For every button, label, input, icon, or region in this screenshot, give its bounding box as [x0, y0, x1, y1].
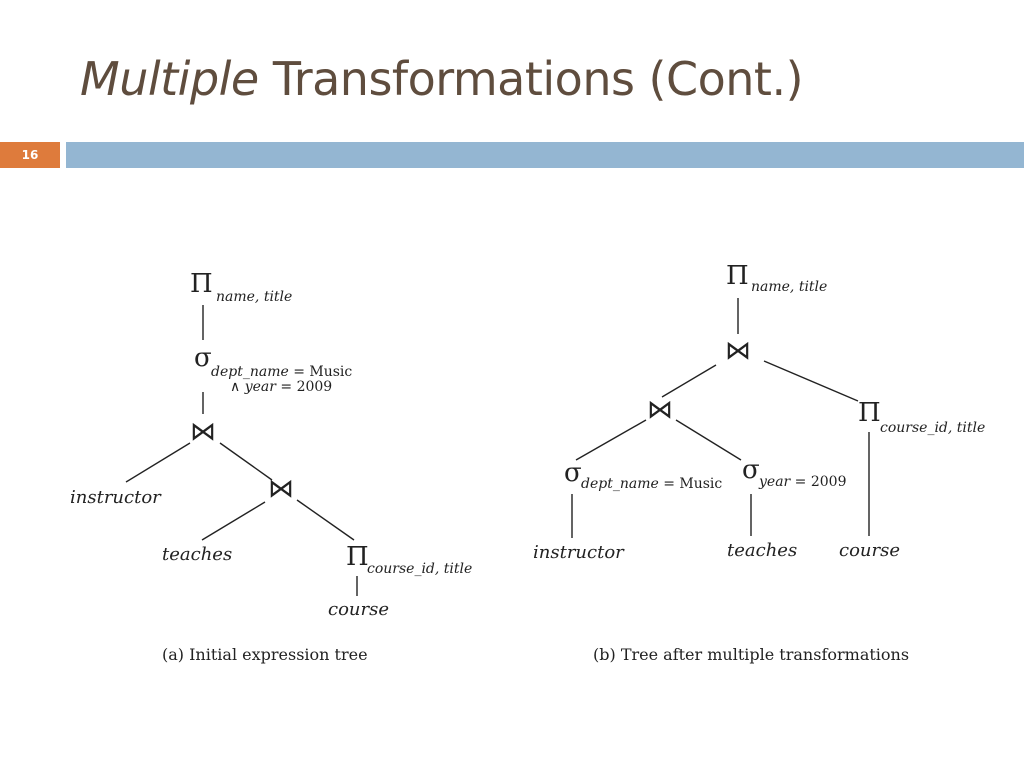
- tree-b-selection-2-predicate: year = 2009: [758, 474, 847, 490]
- tree-a-selection-predicate-1: dept_name = Music: [211, 364, 352, 380]
- tree-b-edge-join-select-1: [575, 419, 647, 461]
- slide-title: Multiple Transformations (Cont.): [80, 52, 804, 106]
- tree-b-project-symbol: Π: [858, 398, 881, 428]
- tree-a-selection-rest-2: = 2009: [276, 379, 332, 395]
- tree-b-join-symbol-inner: ⋈: [647, 395, 673, 425]
- tree-a-edge-join-teaches: [201, 501, 266, 541]
- tree-a-projection-attrs: name, title: [216, 289, 292, 305]
- tree-a-leaf-instructor: instructor: [70, 487, 162, 508]
- tree-b-selection-1-predicate: dept_name = Music: [581, 476, 722, 492]
- tree-b-selection-1-symbol: σ: [564, 458, 582, 488]
- tree-a-project-attrs: course_id, title: [367, 561, 472, 577]
- tree-b-leaf-instructor: instructor: [533, 542, 625, 563]
- tree-a-caption: (a) Initial expression tree: [162, 645, 368, 664]
- tree-a-selection-and: ∧: [230, 379, 245, 395]
- tree-a-leaf-teaches: teaches: [162, 544, 232, 565]
- tree-b-selection-1-rest: = Music: [659, 476, 723, 492]
- tree-a-edge-join-join: [219, 442, 273, 481]
- tree-b-projection-attrs: name, title: [751, 279, 827, 295]
- tree-b-selection-2-attr: year: [758, 474, 792, 490]
- tree-a: Π name, title σ dept_name = Music ∧ year…: [70, 269, 472, 664]
- tree-a-selection-symbol: σ: [194, 343, 212, 373]
- tree-a-leaf-course: course: [328, 599, 389, 620]
- tree-a-edge-join-project: [296, 499, 355, 541]
- tree-b-edge-join-join: [661, 364, 717, 398]
- tree-b-edge-join-select-2: [675, 419, 742, 461]
- tree-a-selection-predicate-2: ∧ year = 2009: [230, 379, 332, 395]
- tree-a-selection-attr-1: dept_name: [211, 364, 289, 380]
- tree-a-edge-join-instructor: [125, 442, 191, 483]
- slide-number: 16: [0, 142, 60, 168]
- tree-b-project-attrs: course_id, title: [880, 420, 985, 436]
- slide-title-rest: Transformations (Cont.): [258, 52, 804, 106]
- tree-b: Π name, title ⋈ ⋈ Π course_id, title σ d…: [533, 261, 985, 664]
- tree-b-leaf-course: course: [839, 540, 900, 561]
- tree-a-join-symbol-inner: ⋈: [268, 474, 294, 504]
- tree-a-projection-symbol: Π: [190, 269, 213, 299]
- header-bar: [66, 142, 1024, 168]
- tree-a-join-symbol-top: ⋈: [190, 417, 216, 447]
- tree-b-selection-2-symbol: σ: [742, 455, 760, 485]
- tree-b-projection-symbol: Π: [726, 261, 749, 291]
- tree-a-project-symbol: Π: [346, 542, 369, 572]
- tree-b-caption: (b) Tree after multiple transformations: [593, 645, 909, 664]
- tree-b-edge-join-project: [763, 360, 859, 402]
- tree-b-selection-1-attr: dept_name: [581, 476, 659, 492]
- tree-a-selection-attr-2: year: [244, 379, 278, 395]
- tree-b-selection-2-rest: = 2009: [790, 474, 846, 490]
- tree-b-leaf-teaches: teaches: [727, 540, 797, 561]
- slide-title-italic: Multiple: [80, 52, 259, 106]
- tree-b-join-symbol-top: ⋈: [725, 336, 751, 366]
- tree-a-selection-rest-1: = Music: [289, 364, 353, 380]
